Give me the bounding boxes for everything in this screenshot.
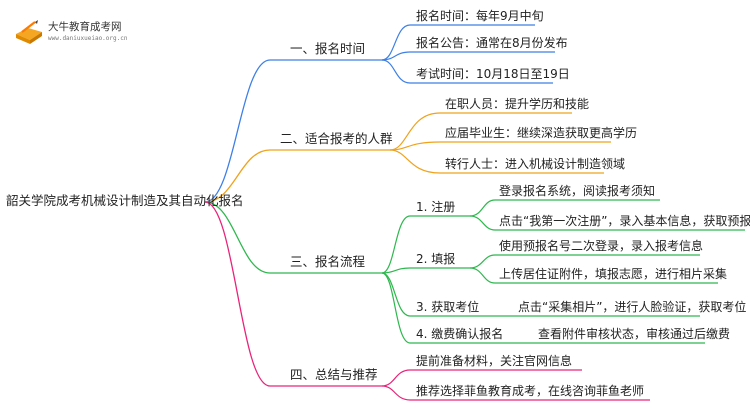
logo-title: 大牛教育成考网 — [48, 21, 122, 33]
detail-review-pay: 查看附件审核状态，审核通过后缴费 — [538, 327, 731, 341]
link-b3-c1 — [381, 215, 411, 274]
book-pencil-icon — [16, 20, 42, 44]
detail-upload-photo: 上传居住证附件，填报志愿，进行相片采集 — [499, 267, 728, 281]
detail-second-login: 使用预报名号二次登录，录入报考信息 — [499, 239, 704, 253]
link-b3-g1 — [469, 199, 496, 217]
step-get-seat: 3. 获取考位 — [416, 300, 480, 314]
leaf-graduates: 应届毕业生：继续深造获取更高学历 — [445, 126, 638, 140]
link-b3-g2 — [469, 215, 496, 231]
detail-face-verify: 点击“采集相片”，进行人脸验证，获取考位 — [518, 300, 747, 314]
link-b3-g4 — [469, 267, 496, 284]
branch-registration-time: 一、报名时间 — [290, 41, 366, 56]
step-register: 1. 注册 — [416, 200, 456, 214]
link-b2-c2 — [389, 141, 441, 151]
site-logo: 大牛教育成考网 www.daniuxueiao.org.cn — [14, 16, 134, 50]
link-b3-g3 — [469, 254, 496, 269]
leaf-employed: 在职人员：提升学历和技能 — [445, 97, 590, 111]
detail-login-system: 登录报名系统，阅读报考须知 — [499, 184, 656, 198]
leaf-announcement: 报名公告：通常在8月份发布 — [416, 36, 568, 50]
root-topic: 韶关学院成考机械设计制造及其自动化报名 — [6, 193, 244, 208]
link-b4-c2 — [381, 385, 411, 401]
branch-summary: 四、总结与推荐 — [290, 367, 378, 382]
branch-target-groups: 二、适合报考的人群 — [280, 131, 393, 146]
leaf-prepare-materials: 提前准备材料，关注官网信息 — [416, 354, 573, 368]
link-b2-c3 — [389, 149, 441, 174]
detail-first-register: 点击“我第一次注册”，录入基本信息，获取预报名号 — [499, 214, 750, 228]
leaf-career-changers: 转行人士：进入机械设计制造领域 — [445, 157, 626, 171]
link-root-branch-1 — [204, 59, 271, 203]
link-b4-c1 — [381, 369, 411, 387]
link-root-branch-2 — [204, 149, 271, 203]
link-b1-c2 — [381, 51, 411, 61]
leaf-recommendation: 推荐选择菲鱼教育成考，在线咨询菲鱼老师 — [416, 384, 645, 398]
branch-registration-process: 三、报名流程 — [290, 254, 366, 269]
link-root-branch-4 — [204, 201, 271, 387]
leaf-registration-period: 报名时间：每年9月中旬 — [416, 9, 544, 23]
link-b3-c4 — [381, 272, 411, 344]
leaf-exam-time: 考试时间：10月18日至19日 — [416, 67, 570, 81]
logo-url: www.daniuxueiao.org.cn — [48, 35, 128, 42]
link-b3-c2 — [381, 267, 411, 274]
link-b1-c3 — [381, 59, 411, 84]
link-root-branch-3 — [204, 201, 271, 274]
step-fill-in: 2. 填报 — [416, 252, 456, 266]
link-b2-c1 — [389, 112, 441, 151]
step-pay-confirm: 4. 缴费确认报名 — [416, 327, 504, 341]
link-b1-c1 — [381, 24, 411, 61]
